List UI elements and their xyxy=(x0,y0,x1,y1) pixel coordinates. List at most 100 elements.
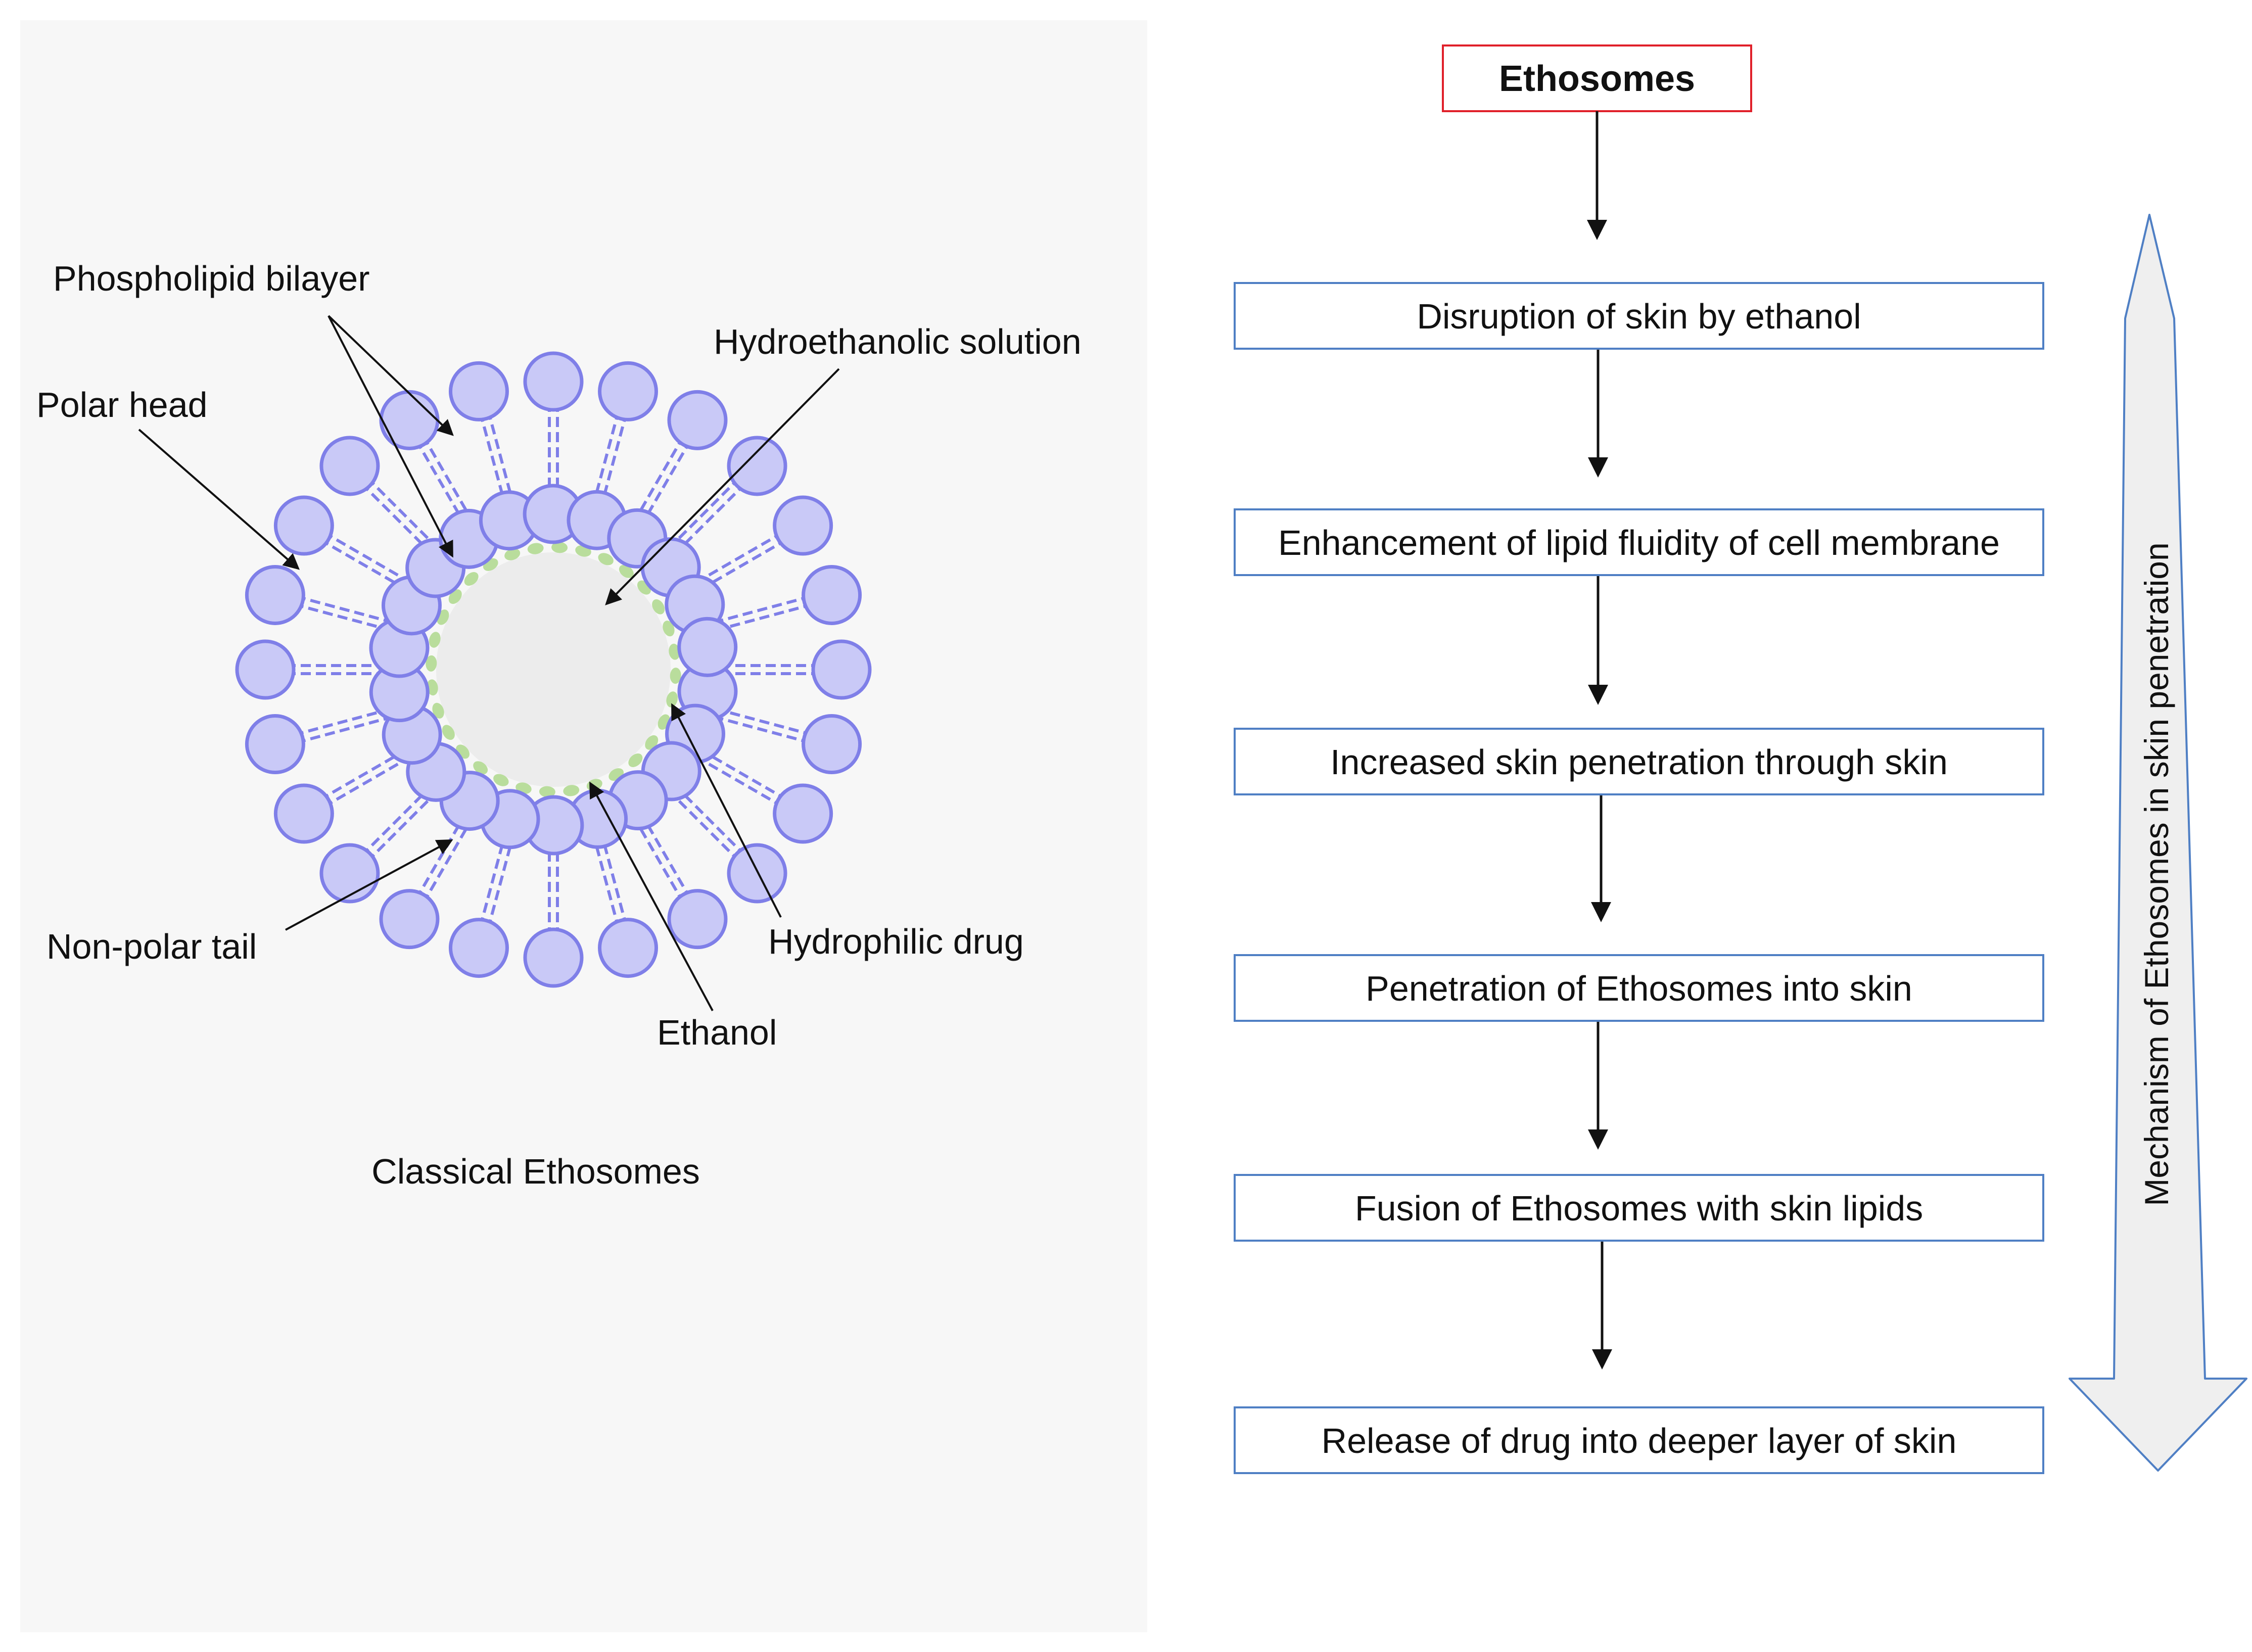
fatty-acid-tail xyxy=(632,433,687,524)
label-polar-head: Polar head xyxy=(36,385,208,424)
fatty-acid-tail xyxy=(320,755,412,810)
pointer-phospholipid-1 xyxy=(327,315,454,436)
polar-head xyxy=(727,843,787,904)
step-label: Disruption of skin by ethanol xyxy=(1417,297,1861,336)
flow-arrows xyxy=(1587,111,1612,1370)
polar-head xyxy=(319,843,380,904)
ethanol-molecule xyxy=(432,702,444,719)
fatty-acid-tail xyxy=(316,536,408,591)
pointer-hydrophilic-drug xyxy=(671,703,782,918)
fatty-acid-tail xyxy=(293,715,394,745)
pointer-non-polar-tail xyxy=(285,839,453,931)
ethanol-molecule xyxy=(563,785,580,796)
ethanol-molecule xyxy=(427,679,438,696)
pointer-phospholipid-2 xyxy=(327,315,453,558)
fatty-acid-tail xyxy=(715,602,816,632)
ethanol-molecule xyxy=(442,725,455,740)
step-label: Increased skin penetration through skin xyxy=(1330,742,1948,782)
polar-head xyxy=(802,714,862,775)
fatty-acid-tail xyxy=(667,474,743,550)
polar-head xyxy=(667,889,728,950)
ethanol-molecule xyxy=(669,643,680,660)
fatty-acid-tail xyxy=(293,594,394,624)
fatty-acid-tail xyxy=(364,474,440,550)
step-2: Enhancement of lipid fluidity of cell me… xyxy=(1234,508,2044,576)
fatty-acid-tail xyxy=(420,815,475,907)
fatty-acid-tail xyxy=(715,707,816,737)
polar-head xyxy=(773,783,833,844)
polar-head xyxy=(379,390,440,450)
side-arrow-label: Mechanism of Ethosomes in skin penetrati… xyxy=(2138,542,2175,1206)
ethanol-molecule xyxy=(473,761,488,775)
label-ethanol: Ethanol xyxy=(657,1013,777,1052)
polar-head xyxy=(245,714,305,775)
fatty-acid-tail xyxy=(699,748,790,803)
mechanism-flowchart: Ethosomes Disruption of skin by ethanol … xyxy=(1234,44,2247,1474)
step-box xyxy=(1234,508,2044,576)
fatty-acid-tail xyxy=(713,594,814,624)
ethosome-vesicle xyxy=(235,351,872,988)
polar-head xyxy=(667,390,728,450)
polar-head xyxy=(448,918,509,978)
step-label: Penetration of Ethosomes into skin xyxy=(1366,969,1912,1008)
step-4: Penetration of Ethosomes into skin xyxy=(1234,954,2044,1022)
label-phospholipid-bilayer: Phospholipid bilayer xyxy=(53,259,370,298)
polar-head xyxy=(273,783,334,844)
polar-head xyxy=(773,495,833,556)
step-box xyxy=(1234,1406,2044,1474)
mechanism-side-arrow: Mechanism of Ethosomes in skin penetrati… xyxy=(2069,214,2247,1472)
ethanol-molecule xyxy=(598,553,614,565)
ethanol-molecule xyxy=(628,753,643,767)
pointer-hydroethanolic xyxy=(605,368,840,605)
polar-head xyxy=(802,564,862,625)
polar-head xyxy=(598,361,659,421)
ethanol-molecule xyxy=(663,621,675,637)
ethanol-molecule xyxy=(464,572,479,586)
polar-head xyxy=(677,617,738,677)
pointer-ethanol xyxy=(589,781,714,1011)
flowchart-title: Ethosomes xyxy=(1499,59,1695,99)
label-pointer-lines xyxy=(138,315,840,1011)
ethanol-molecule xyxy=(652,599,665,615)
polar-head xyxy=(273,495,334,556)
polar-head xyxy=(319,436,380,496)
step-6: Release of drug into deeper layer of ski… xyxy=(1234,1406,2044,1474)
ethanol-molecule xyxy=(551,542,568,553)
fatty-acid-tail xyxy=(632,815,687,907)
polar-head xyxy=(379,889,440,950)
fatty-acid-tail xyxy=(420,433,475,524)
title-box xyxy=(1442,44,1752,112)
fatty-acid-tail xyxy=(695,755,786,810)
step-label: Fusion of Ethosomes with skin lipids xyxy=(1355,1189,1923,1228)
down-arrow-icon xyxy=(2069,214,2247,1472)
fatty-acid-tail xyxy=(320,529,412,584)
ethanol-molecule xyxy=(527,543,544,554)
step-3: Increased skin penetration through skin xyxy=(1234,728,2044,795)
ethosome-structure-panel: Phospholipid bilayer Polar head Hydroeth… xyxy=(20,20,1147,1632)
aqueous-core xyxy=(436,552,671,787)
inner-leaflet xyxy=(369,484,738,856)
step-label: Enhancement of lipid fluidity of cell me… xyxy=(1278,523,2000,562)
pointer-polar-head xyxy=(138,429,300,570)
polar-head xyxy=(598,918,659,978)
fatty-acid-tail xyxy=(699,536,790,591)
panel-caption: Classical Ethosomes xyxy=(371,1152,700,1191)
ethanol-molecule xyxy=(429,632,441,648)
ethanol-molecule xyxy=(504,548,521,560)
step-box xyxy=(1234,728,2044,795)
polar-head xyxy=(523,351,584,412)
polar-head xyxy=(523,927,584,988)
step-label: Release of drug into deeper layer of ski… xyxy=(1322,1421,1957,1460)
polar-head xyxy=(235,639,296,700)
step-box xyxy=(1234,1174,2044,1242)
fatty-acid-tail xyxy=(291,707,392,737)
polar-head xyxy=(245,564,305,625)
fatty-acid-tail xyxy=(316,748,408,803)
label-hydrophilic-drug: Hydrophilic drug xyxy=(768,922,1024,961)
ethanol-molecule xyxy=(493,774,509,786)
step-1: Disruption of skin by ethanol xyxy=(1234,282,2044,350)
ethanol-molecule xyxy=(426,655,437,672)
polar-head xyxy=(448,361,509,421)
ethanol-molecule xyxy=(670,668,681,684)
